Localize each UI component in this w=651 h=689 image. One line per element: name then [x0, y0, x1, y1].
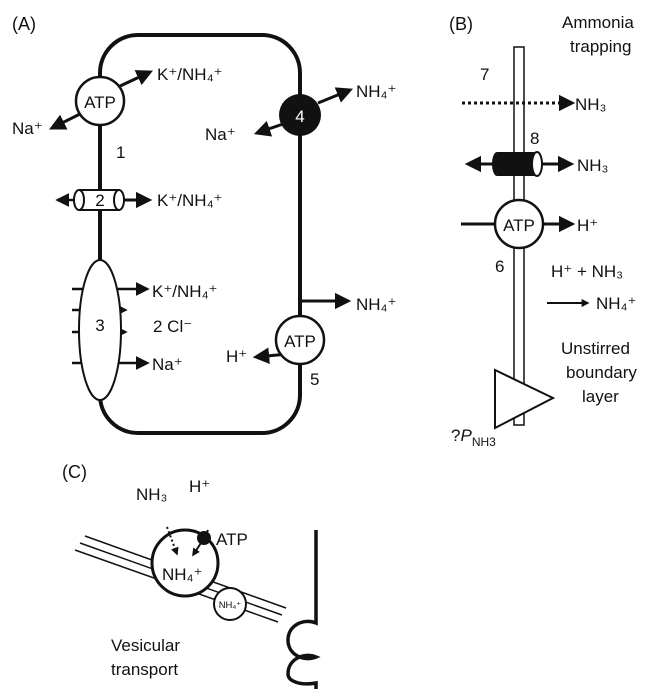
- permeability-subscript: NH3: [472, 435, 496, 449]
- boundary-line-2: boundary: [566, 363, 637, 382]
- permeability-label: ?PNH3: [451, 426, 496, 449]
- caption-line-1: Vesicular: [111, 636, 180, 655]
- atp-label-6: ATP: [503, 216, 535, 235]
- caption-line-2: transport: [111, 660, 178, 679]
- vesicle-h: H⁺: [189, 477, 210, 496]
- pump-1: ATP: [52, 72, 150, 128]
- channel-8: [468, 152, 571, 176]
- path-7-label: NH₃: [575, 95, 606, 114]
- channel-2-out: K⁺/NH₄⁺: [157, 191, 223, 210]
- vesicle-nh3: NH₃: [136, 485, 167, 504]
- boundary-line-3: layer: [582, 387, 619, 406]
- pump-5-number: 5: [310, 370, 319, 389]
- plasma-membrane-c: [288, 530, 316, 689]
- pump-1-out-top: K⁺/NH₄⁺: [157, 65, 223, 84]
- exchanger-4-out: NH₄⁺: [356, 82, 396, 101]
- pump-6-out: H⁺: [577, 216, 598, 235]
- cotransporter-3-out-3: Na⁺: [152, 355, 183, 374]
- boundary-line-1: Unstirred: [561, 339, 630, 358]
- channel-2-number: 2: [95, 191, 104, 210]
- cotransporter-3: [72, 260, 147, 400]
- pump-1-out-left: Na⁺: [12, 119, 43, 138]
- cotransporter-3-out-2: 2 Cl⁻: [153, 317, 192, 336]
- vesicle-pump-dot: [197, 531, 211, 545]
- cotransporter-3-number: 3: [95, 316, 104, 335]
- pump-6-number: 6: [495, 257, 504, 276]
- exchanger-4-number: 4: [295, 107, 304, 126]
- exchanger-4-in: Na⁺: [205, 125, 236, 144]
- pump-5-in: H⁺: [226, 347, 247, 366]
- cotransporter-3-out-1: K⁺/NH₄⁺: [152, 282, 218, 301]
- reaction-line-2: NH₄⁺: [596, 294, 636, 313]
- channel-8-number: 8: [530, 129, 539, 148]
- path-7-number: 7: [480, 65, 489, 84]
- vesicle-large: [152, 527, 218, 596]
- cell-membrane: [100, 35, 300, 433]
- panel-a-label: (A): [12, 14, 36, 34]
- channel-8-label: NH₃: [577, 156, 608, 175]
- panel-b-title-line-1: Ammonia: [562, 13, 634, 32]
- permeability-symbol: P: [460, 426, 472, 445]
- pump-1-number: 1: [116, 143, 125, 162]
- panel-c-label: (C): [62, 462, 87, 482]
- reaction-line-1: H⁺ + NH₃: [551, 262, 623, 281]
- vesicle-atp: ATP: [216, 530, 248, 549]
- panel-b-label: (B): [449, 14, 473, 34]
- vesicle-content: NH₄⁺: [162, 565, 202, 584]
- panel-b-title-line-2: trapping: [570, 37, 631, 56]
- permeability-prefix: ?: [451, 426, 460, 445]
- small-vesicle-content: NH₄⁺: [219, 600, 242, 611]
- pump-5-out: NH₄⁺: [356, 295, 396, 314]
- atp-label-5: ATP: [284, 332, 316, 351]
- atp-label-1: ATP: [84, 93, 116, 112]
